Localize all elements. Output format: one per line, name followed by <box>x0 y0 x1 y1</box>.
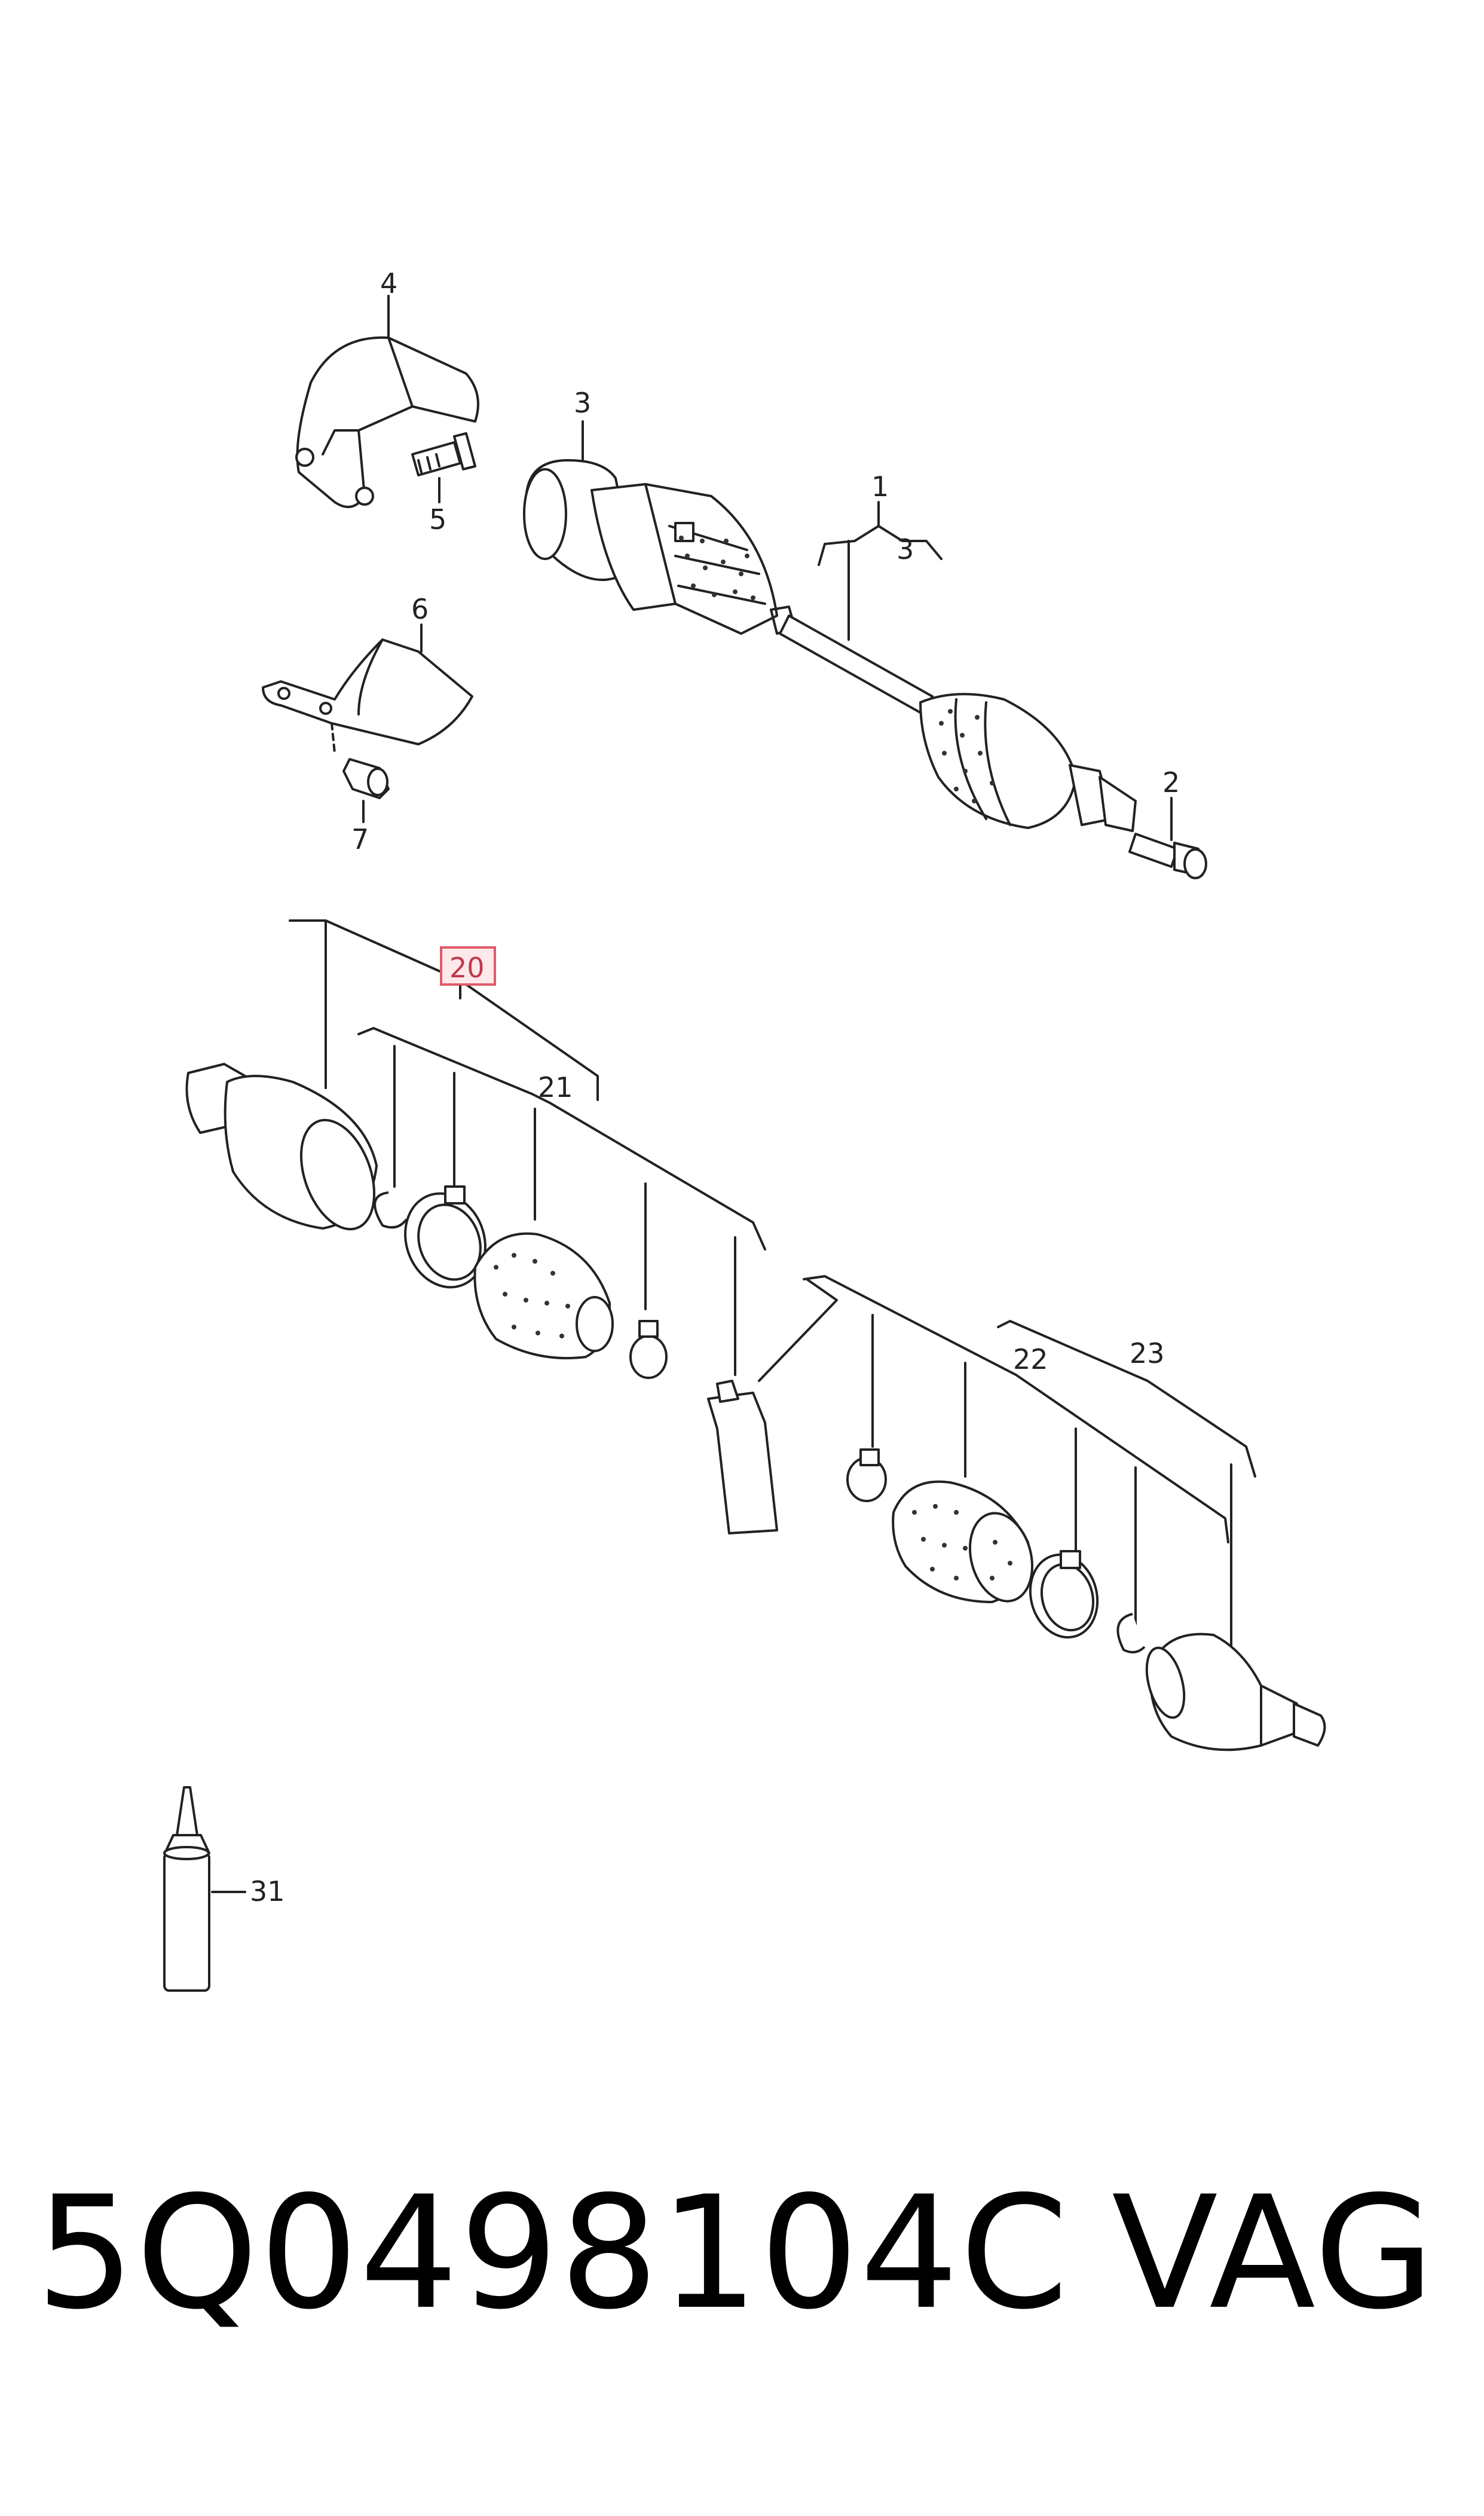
inner-boot-texture <box>679 536 755 600</box>
part-number-label: 5Q0498104C <box>36 2163 1070 2344</box>
clamp-large-right <box>1029 1550 1099 1639</box>
callout-2: 2 <box>1162 766 1180 799</box>
inner-cv-joint <box>185 1063 378 1231</box>
heat-shield-part-4 <box>295 336 479 508</box>
adhesive-bottle-part-31 <box>163 1786 210 1992</box>
exploded-parts-diagram: 4 5 6 7 <box>163 267 1326 1992</box>
callout-6: 6 <box>411 593 429 625</box>
boot-right <box>892 1480 1034 1603</box>
callout-22: 22 <box>1013 1343 1048 1375</box>
callout-5: 5 <box>429 503 446 536</box>
callout-20[interactable]: 20 <box>449 952 485 984</box>
bolt-part-5 <box>411 432 476 476</box>
brand-label: VAG <box>1112 2163 1436 2344</box>
callout-1: 1 <box>871 470 889 503</box>
callout-3a: 3 <box>574 387 591 419</box>
drive-shaft-part-1 <box>523 459 1137 832</box>
boot-left <box>473 1232 614 1359</box>
callout-3b: 3 <box>896 533 914 565</box>
clamp-large-left <box>404 1185 486 1289</box>
callout-20-highlight-box[interactable] <box>440 946 496 986</box>
outer-boot-texture <box>939 709 995 803</box>
circlip-right <box>1116 1613 1146 1653</box>
grease-tube <box>707 1380 778 1534</box>
callout-7: 7 <box>351 823 369 855</box>
callout-31: 31 <box>250 1875 285 1907</box>
callout-23: 23 <box>1130 1337 1165 1369</box>
callout-21: 21 <box>538 1071 573 1103</box>
shield-plate-part-6 <box>262 638 473 745</box>
clamp-small-right <box>846 1448 887 1502</box>
bolt-part-2 <box>1128 833 1207 879</box>
clamp-small-left <box>629 1320 668 1379</box>
circlip-left <box>374 1191 408 1229</box>
callout-4: 4 <box>380 267 397 299</box>
nut-part-7 <box>331 722 390 799</box>
outer-cv-joint <box>1145 1633 1326 1751</box>
